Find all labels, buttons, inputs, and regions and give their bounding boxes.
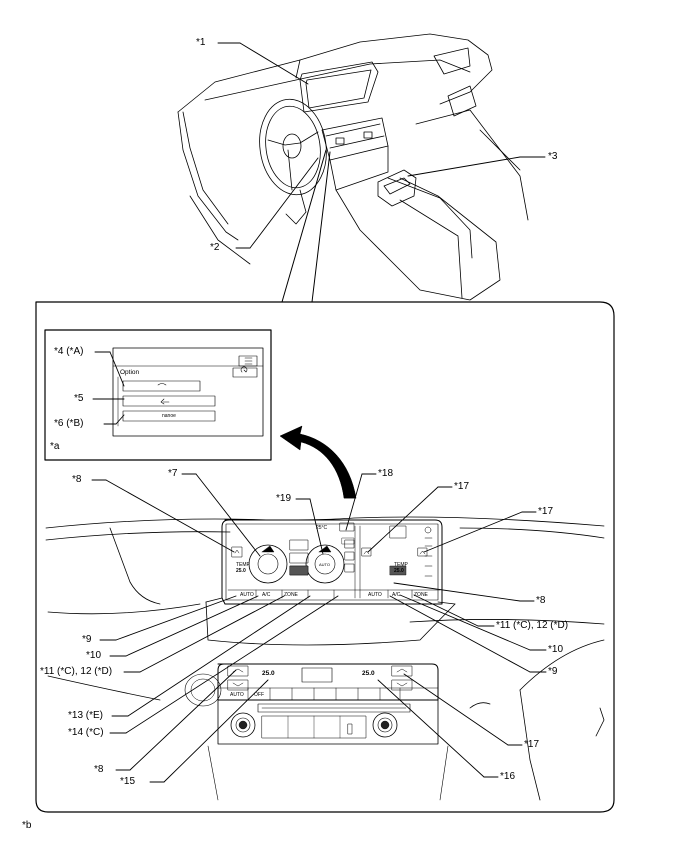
- callout-11-right: *11 (*C), 12 (*D): [496, 620, 569, 631]
- callout-14: *14 (*C): [68, 727, 104, 738]
- callout-10-left: *10: [86, 650, 102, 661]
- leader-lines: [91, 42, 547, 783]
- display-bottom-left-3[interactable]: ZONE: [284, 592, 298, 598]
- callout-3: *3: [548, 151, 558, 162]
- callout-9-right: *9: [548, 666, 558, 677]
- center-dial-auto: AUTO: [319, 562, 331, 567]
- option-button-3-label: nanoe: [162, 413, 176, 419]
- outside-temp: 25°C: [316, 525, 328, 531]
- display-panel-illustration: [45, 516, 605, 801]
- option-button-1[interactable]: [122, 380, 201, 392]
- display-bottom-left-2[interactable]: A/C: [262, 592, 271, 598]
- callout-8-right: *8: [536, 595, 546, 606]
- left-temp-label: TEMP: [236, 562, 250, 568]
- callout-10-right: *10: [548, 644, 564, 655]
- right-temp-value: 25.0: [394, 568, 404, 574]
- panel-auto-button[interactable]: AUTO: [230, 692, 244, 698]
- option-button-2[interactable]: [122, 395, 216, 407]
- display-bottom-left-1[interactable]: AUTO: [240, 592, 254, 598]
- right-temp-label: TEMP: [394, 562, 408, 568]
- callout-17-upper: *17: [454, 481, 470, 492]
- curved-arrow: [279, 425, 357, 499]
- callout-4: *4 (*A): [54, 346, 84, 357]
- callout-17-bottom: *17: [524, 739, 540, 750]
- zoom-line-left: [281, 149, 327, 303]
- dashboard-overview-illustration: [177, 33, 529, 301]
- callout-13: *13 (*E): [68, 710, 104, 721]
- option-screen-inset: [44, 329, 272, 461]
- callout-2: *2: [210, 242, 220, 253]
- option-title: Option: [120, 369, 140, 376]
- callout-5: *5: [74, 393, 84, 404]
- panel-right-temp: 25.0: [362, 670, 375, 677]
- callout-17-right: *17: [538, 506, 554, 517]
- callout-19: *19: [276, 493, 292, 504]
- callout-16: *16: [500, 771, 516, 782]
- callout-18: *18: [378, 468, 394, 479]
- callout-8-top: *8: [72, 474, 82, 485]
- zoom-line-right: [311, 151, 331, 303]
- left-temp-value: 25.0: [236, 568, 246, 574]
- display-bottom-right-1[interactable]: AUTO: [368, 592, 382, 598]
- display-bottom-right-2[interactable]: A/C: [392, 592, 401, 598]
- display-bottom-right-3[interactable]: ZONE: [414, 592, 428, 598]
- detail-frame: [35, 301, 615, 813]
- callout-9-left: *9: [82, 634, 92, 645]
- callout-b: *b: [22, 820, 32, 831]
- callout-a: *a: [50, 441, 60, 452]
- callout-6: *6 (*B): [54, 418, 84, 429]
- callout-7: *7: [168, 468, 178, 479]
- panel-off-button[interactable]: OFF: [254, 692, 264, 698]
- callout-11-left: *11 (*C), 12 (*D): [40, 666, 113, 677]
- callout-8-bottom: *8: [94, 764, 104, 775]
- callout-1: *1: [196, 37, 206, 48]
- callout-15: *15: [120, 776, 136, 787]
- panel-left-temp: 25.0: [262, 670, 275, 677]
